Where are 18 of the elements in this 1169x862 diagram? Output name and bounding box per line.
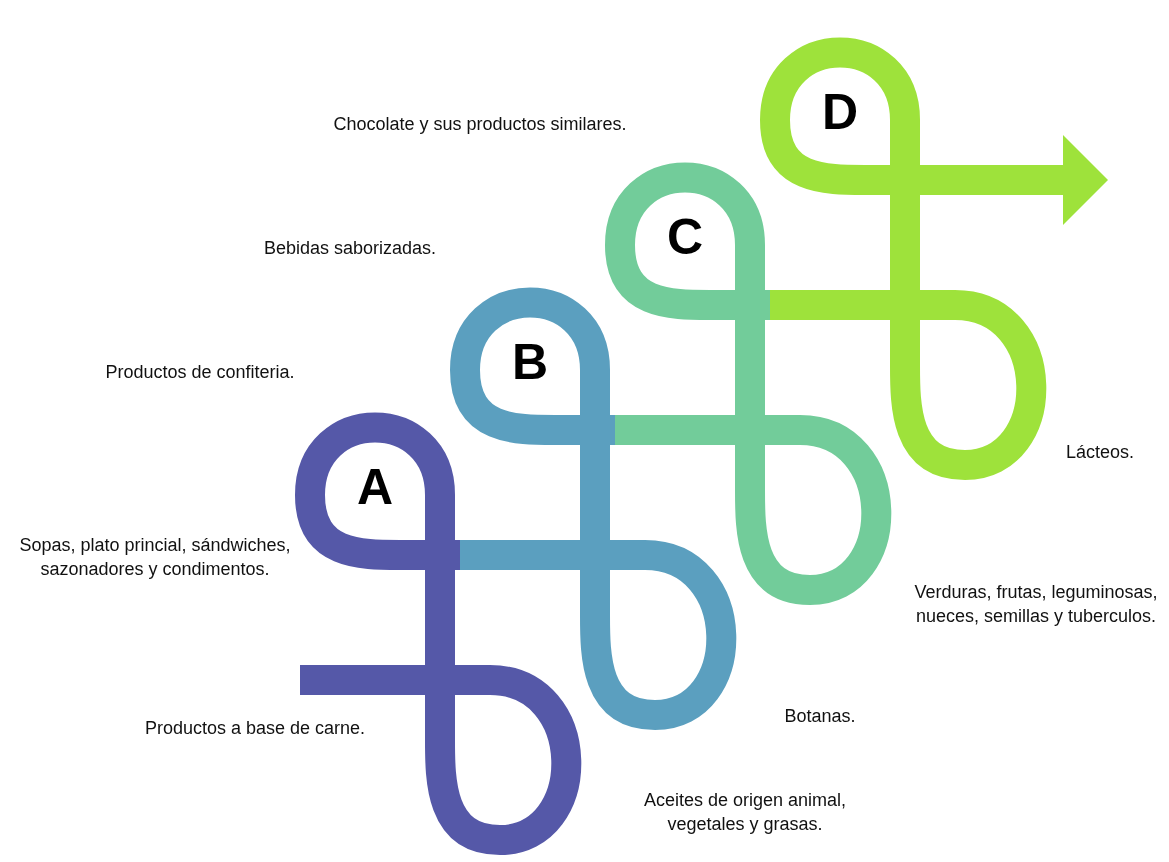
- ribbon-connector: [615, 325, 891, 605]
- category-label: Bebidas saborizadas.: [262, 237, 438, 260]
- section-letter: B: [511, 337, 549, 387]
- category-label: Chocolate y sus productos similares.: [332, 113, 628, 136]
- category-label: Productos a base de carne.: [143, 717, 367, 740]
- ribbon-connector: [925, 135, 1108, 225]
- category-label: Sopas, plato princial, sándwiches, sazonadores y condimentos.: [18, 534, 292, 581]
- section-letter: C: [666, 212, 704, 262]
- section-letter: D: [821, 87, 859, 137]
- category-label: Aceites de origen animal, vegetales y grasas.: [642, 789, 848, 836]
- ribbon-connector: [460, 450, 736, 730]
- section-letter: A: [356, 462, 394, 512]
- category-label: Productos de confiteria.: [104, 361, 296, 384]
- category-label: Verduras, frutas, leguminosas, nueces, semillas y tuberculos.: [913, 581, 1159, 628]
- category-label: Botanas.: [783, 705, 857, 728]
- ribbon-connector: [770, 200, 1046, 480]
- category-label: Lácteos.: [1064, 441, 1135, 464]
- ribbon-connector: [300, 575, 582, 855]
